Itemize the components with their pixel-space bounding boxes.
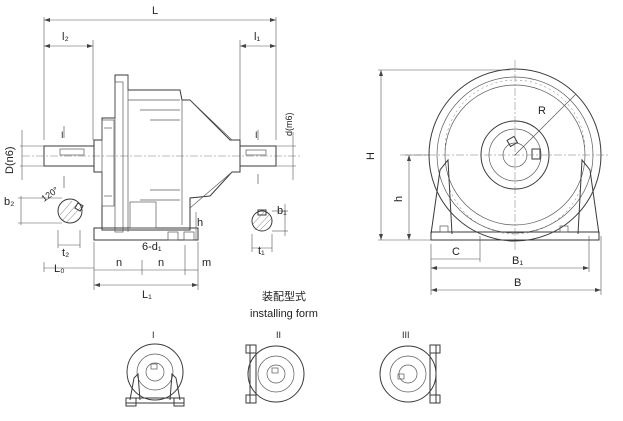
form-label-3: III [402,330,410,340]
dim-h-front: h [197,217,203,229]
dim-H: H [365,152,377,160]
dim-L1: L₁ [142,289,152,301]
installing-title-cn: 装配型式 [262,289,306,303]
dim-holes: 6-d₁ [142,241,162,253]
dim-D: D(n6) [4,146,16,174]
front-view: L l₂ l₁ D(n6) [4,5,300,301]
dim-t2: t₂ [62,247,69,259]
dim-l1: l₁ [254,31,260,43]
dim-b2: b₂ [4,196,14,208]
section-mark-left: I [61,130,64,140]
form-label-1: I [152,330,155,340]
dim-C: C [452,246,460,258]
dim-l2: l₂ [62,31,69,43]
dim-t1: t₁ [258,245,265,257]
dim-n-1: n [116,257,122,269]
dim-B1: B₁ [512,255,523,267]
dim-b1: b₁ [277,205,287,217]
dim-L: L [152,5,158,17]
form-label-2: II [276,330,281,340]
dim-L0: L₀ [54,263,65,275]
installing-title-en: installing form [250,308,318,320]
dim-m: m [202,257,211,269]
installing-forms: 装配型式 installing form I II III [125,289,441,407]
section-mark-right: I [255,130,258,140]
dim-h-side: h [393,196,405,202]
form-3-drawing [379,344,441,404]
dim-d: d(m6) [284,112,294,136]
form-2-drawing [245,344,305,404]
dim-R: R [538,105,546,117]
dim-angle: 120° [39,185,60,204]
form-1-drawing [125,343,185,407]
side-view: R H h C B₁ B [365,60,610,295]
dim-n-2: n [158,257,164,269]
dim-B: B [514,277,521,289]
